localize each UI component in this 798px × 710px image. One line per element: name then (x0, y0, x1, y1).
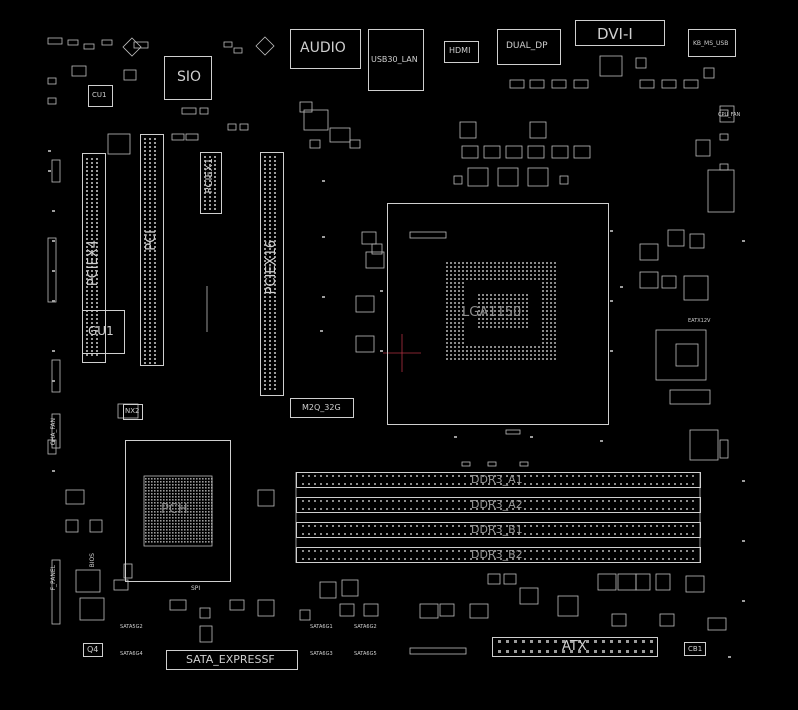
spi-label: SPI (191, 585, 201, 592)
sio-label: SIO (177, 69, 202, 85)
dual-dp-label: DUAL_DP (506, 41, 548, 51)
gu1-label: GU1 (88, 324, 114, 338)
sata-express-connector (166, 650, 298, 670)
pch-label: PCH (161, 502, 188, 517)
audio-label: AUDIO (300, 40, 346, 56)
cpu-socket (387, 203, 609, 425)
sata1-label: SATA6G1 (310, 624, 333, 630)
pciex16-slot (260, 152, 284, 396)
nx2-label: NX2 (125, 407, 140, 415)
ddr-slot-a1 (296, 472, 701, 488)
sata5-label: SATA5G2 (120, 624, 143, 630)
pciex4-slot (82, 153, 106, 363)
cu1-chip (88, 85, 113, 107)
cpufan-label: CPU_FAN (718, 112, 741, 118)
pciex4-label: PCIEX4 (86, 240, 101, 287)
m2-label: M2Q_32G (302, 403, 341, 412)
usb3-lan-port (368, 29, 424, 91)
usb3-lan-label: USB30_LAN (371, 55, 418, 64)
fpanel-label: F_PANEL (50, 565, 57, 591)
cb1-chip (684, 642, 706, 656)
pciex1-slot (200, 152, 222, 214)
sata4-label: SATA6G5 (354, 651, 377, 657)
ddr-a1-label: DDR3_A1 (471, 473, 523, 486)
pciex1-label: PCIEX1 (204, 158, 215, 194)
pciex16-label: PCIEX16 (264, 240, 279, 295)
sata-express-label: SATA_EXPRESSF (186, 653, 275, 666)
ddr-slot-a2 (296, 497, 701, 513)
cb1-label: CB1 (688, 645, 703, 653)
ddr-a2-label: DDR3_A2 (471, 498, 523, 511)
bios-label: BIOS (89, 553, 96, 568)
q4-chip (83, 643, 103, 657)
kb-ms-label: KB_MS_USB (693, 40, 729, 47)
nx2-chip (123, 404, 143, 420)
hdmi-port (444, 41, 479, 63)
q4-label: Q4 (87, 645, 99, 654)
pch-chip (125, 440, 231, 582)
ddr-b1-label: DDR3_B1 (471, 523, 523, 536)
audio-port (290, 29, 361, 69)
chafan-label: CHA_FAN (50, 418, 57, 446)
atx-connector (492, 637, 658, 657)
eatx-label: EATX12V (688, 318, 711, 324)
m2-slot (290, 398, 354, 418)
cpu-socket-label: LGA1150 (462, 305, 522, 320)
sata6-label: SATA6G4 (120, 651, 143, 657)
sata3-label: SATA6G3 (310, 651, 333, 657)
pci-label: PCI (144, 230, 159, 251)
dual-dp-port (497, 29, 561, 65)
dvi-port (575, 20, 665, 46)
pci-slot (140, 134, 164, 366)
atx-label: ATX (562, 639, 587, 654)
gu1-chip (82, 310, 125, 354)
hdmi-label: HDMI (449, 46, 471, 55)
ddr-b2-label: DDR3_B2 (471, 548, 523, 561)
ddr-slot-b1 (296, 522, 701, 538)
cu1-label: CU1 (92, 91, 107, 99)
kb-ms-port (688, 29, 736, 57)
sio-chip (164, 56, 212, 100)
sata2-label: SATA6G2 (354, 624, 377, 630)
dvi-label: DVI-I (597, 25, 633, 43)
ddr-slot-b2 (296, 547, 701, 563)
